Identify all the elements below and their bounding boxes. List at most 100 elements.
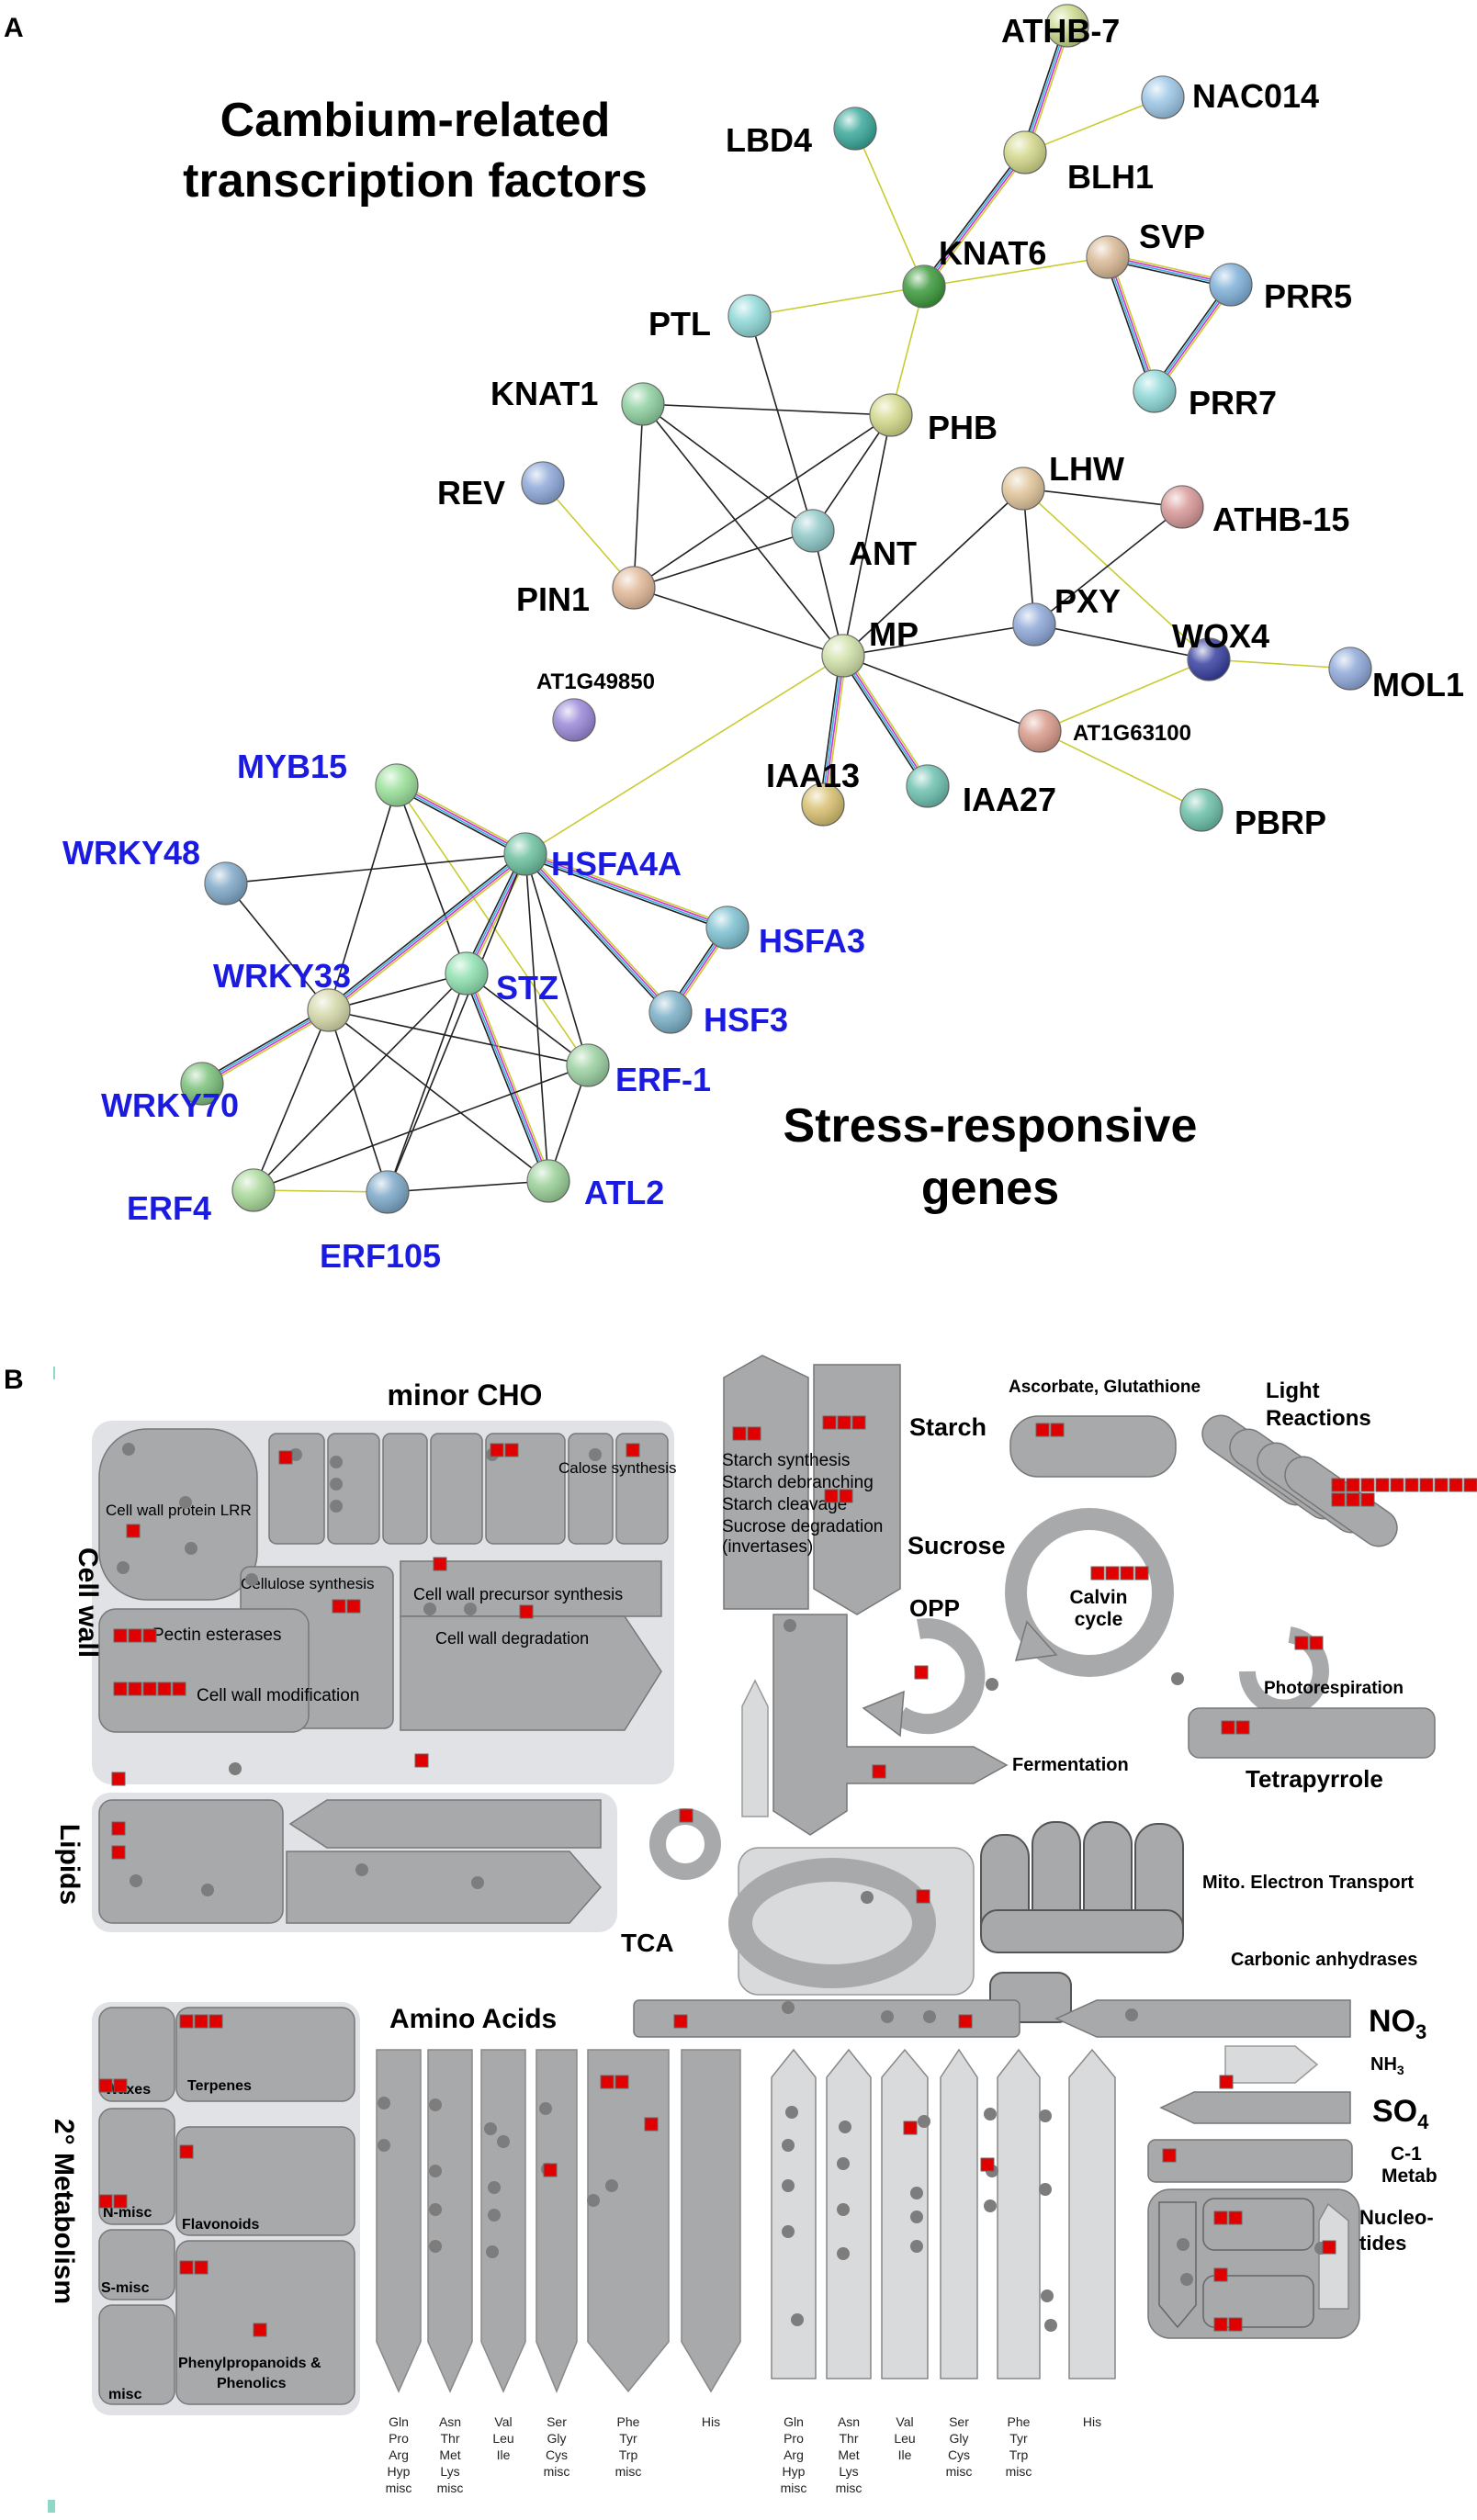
node-shine xyxy=(903,265,945,308)
lipids-arrow-bottom xyxy=(286,1851,602,1924)
network-edge-line xyxy=(633,530,814,589)
network-edge xyxy=(199,1007,332,1087)
network-node: PRR7 xyxy=(1133,369,1277,422)
node-shine xyxy=(366,1171,409,1213)
network-edge xyxy=(812,414,892,532)
network-edge xyxy=(396,784,468,974)
red-marker xyxy=(504,1443,519,1457)
network-node: ATHB-7 xyxy=(1001,4,1120,50)
network-edge-line xyxy=(633,403,644,589)
network-edge-line xyxy=(642,403,892,416)
node-label: KNAT1 xyxy=(490,375,598,412)
node-label: PTL xyxy=(648,305,711,343)
node-label: WRKY48 xyxy=(62,834,200,872)
network-edge-line xyxy=(1039,658,1210,732)
nucleotides-title-1: Nucleo- xyxy=(1359,2206,1434,2229)
network-node: MP xyxy=(821,615,919,678)
amino-acid-label: Asn xyxy=(838,2414,860,2429)
mito-title: Mito. Electron Transport xyxy=(1202,1873,1414,1893)
network-edge-line xyxy=(253,1064,589,1191)
network-node: LHW xyxy=(1001,450,1124,511)
red-marker xyxy=(851,1415,866,1430)
red-marker xyxy=(332,1599,346,1614)
node-shine xyxy=(205,862,247,905)
nucleotides-arrow-up xyxy=(1318,2202,1349,2310)
node-label: MOL1 xyxy=(1372,666,1464,703)
gray-dot xyxy=(1041,2289,1054,2302)
gray-dot xyxy=(122,1443,135,1456)
network-node: ATHB-15 xyxy=(1160,485,1349,538)
node-shine xyxy=(1004,131,1046,174)
network-edge-line xyxy=(328,1009,549,1182)
gray-dot xyxy=(488,2181,501,2194)
network-edge xyxy=(463,972,552,1183)
minor-cho-slot-4 xyxy=(430,1433,483,1545)
phenylpropanoids-label-1: Phenylpropanoids & xyxy=(178,2356,321,2371)
network-node: AT1G49850 xyxy=(536,669,655,742)
red-marker xyxy=(253,2323,267,2337)
gray-dot xyxy=(1039,2183,1052,2196)
stress-title-line-1: Stress-responsive xyxy=(784,1099,1198,1153)
network-edge xyxy=(524,850,729,931)
amino-acid-label: Ser xyxy=(949,2414,969,2429)
gray-dot xyxy=(229,1762,242,1775)
starch-line-4: Sucrose degradation xyxy=(722,1517,883,1536)
network-edge-line xyxy=(890,286,925,416)
opp-cycle xyxy=(894,1618,986,1735)
network-edge xyxy=(328,1009,589,1066)
red-marker xyxy=(142,1628,157,1643)
network-edge-line xyxy=(330,855,528,1014)
cw-degradation-label: Cell wall degradation xyxy=(435,1629,589,1648)
red-marker xyxy=(903,2121,918,2135)
pectin-label: Pectin esterases xyxy=(152,1626,281,1645)
amino-acid-column xyxy=(1068,2048,1116,2379)
amino-acid-label: Phe xyxy=(1008,2414,1031,2429)
nucleotides-inner-2 xyxy=(1202,2275,1314,2328)
gray-dot xyxy=(587,2194,600,2207)
red-marker xyxy=(1449,1478,1463,1492)
network-edge xyxy=(1021,24,1071,154)
network-edge xyxy=(225,883,330,1011)
node-label: BLH1 xyxy=(1067,158,1154,196)
amino-acid-column xyxy=(940,2048,978,2379)
network-edge-line xyxy=(253,1009,330,1191)
network-edge xyxy=(633,414,892,589)
gray-dot xyxy=(1171,1672,1184,1685)
amino-acid-label: misc xyxy=(836,2481,863,2495)
network-edge xyxy=(923,256,1109,287)
node-shine xyxy=(1133,370,1176,412)
network-edge xyxy=(466,973,589,1066)
node-shine xyxy=(792,510,834,552)
network-edge xyxy=(328,1009,549,1182)
red-marker xyxy=(179,2260,194,2275)
network-edge xyxy=(524,655,844,855)
network-edge xyxy=(1022,488,1210,660)
red-marker xyxy=(1090,1566,1105,1581)
network-edge-line xyxy=(749,315,814,532)
gray-dot xyxy=(378,2097,390,2109)
minor-cho-slot-7 xyxy=(615,1433,669,1545)
opp-title: OPP xyxy=(909,1594,960,1622)
network-edge-line xyxy=(326,850,524,1009)
network-edge-line xyxy=(327,852,525,1010)
gray-dot xyxy=(330,1478,343,1491)
network-edge-line xyxy=(525,852,672,1012)
red-marker xyxy=(1219,2075,1234,2089)
c1-block xyxy=(1147,2139,1353,2183)
network-edge xyxy=(396,784,589,1066)
amino-acid-label: Leu xyxy=(894,2431,915,2446)
red-marker xyxy=(644,2117,659,2132)
network-edge-line xyxy=(522,855,670,1015)
lipids-title: Lipids xyxy=(54,1824,85,1905)
node-shine xyxy=(870,394,912,436)
amino-acid-label: misc xyxy=(781,2481,807,2495)
amino-acid-column xyxy=(376,2049,422,2393)
network-edge-line xyxy=(526,851,674,1011)
node-label: IAA27 xyxy=(963,781,1056,818)
amino-acid-label: misc xyxy=(437,2481,464,2495)
amino-acid-column xyxy=(997,2048,1041,2379)
network-edge-line xyxy=(1022,488,1183,508)
amino-acid-label: Gly xyxy=(547,2431,567,2446)
amino-acid-column xyxy=(771,2048,817,2379)
fermentation-label: Fermentation xyxy=(1012,1755,1129,1775)
